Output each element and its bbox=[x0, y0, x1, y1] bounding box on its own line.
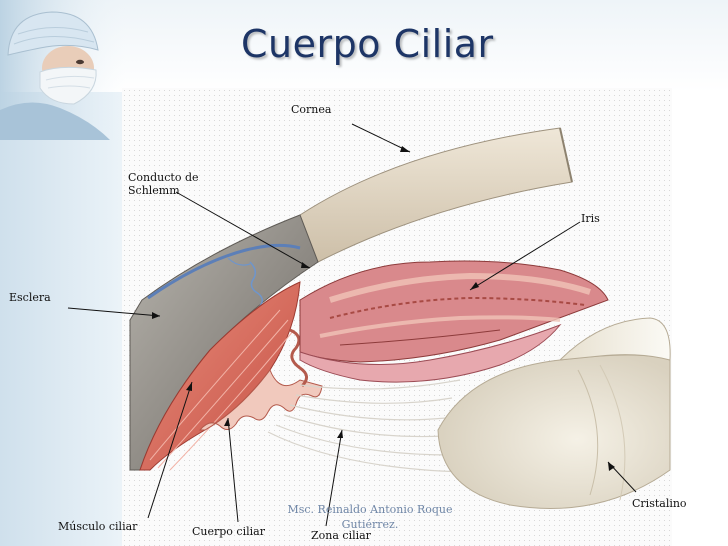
author-credit: Msc. Reinaldo Antonio Roque Gutiérrez. bbox=[287, 503, 453, 532]
label-lens: Cristalino bbox=[632, 497, 687, 510]
surgeon-photo bbox=[0, 0, 125, 140]
label-ciliary-zonule: Zona ciliar bbox=[311, 529, 371, 542]
label-iris: Iris bbox=[581, 212, 600, 225]
pointer-arrowheads bbox=[152, 146, 615, 471]
label-cornea: Cornea bbox=[291, 103, 332, 116]
slide-title: Cuerpo Ciliar bbox=[241, 22, 494, 66]
label-sclera: Esclera bbox=[9, 291, 51, 304]
label-ciliary-body: Cuerpo ciliar bbox=[192, 525, 265, 538]
pointer-lines bbox=[67, 123, 637, 527]
zonular-fibers bbox=[267, 379, 463, 473]
label-schlemm-canal: Conducto de Schlemm bbox=[128, 171, 199, 197]
label-ciliary-muscle: Músculo ciliar bbox=[58, 520, 138, 533]
